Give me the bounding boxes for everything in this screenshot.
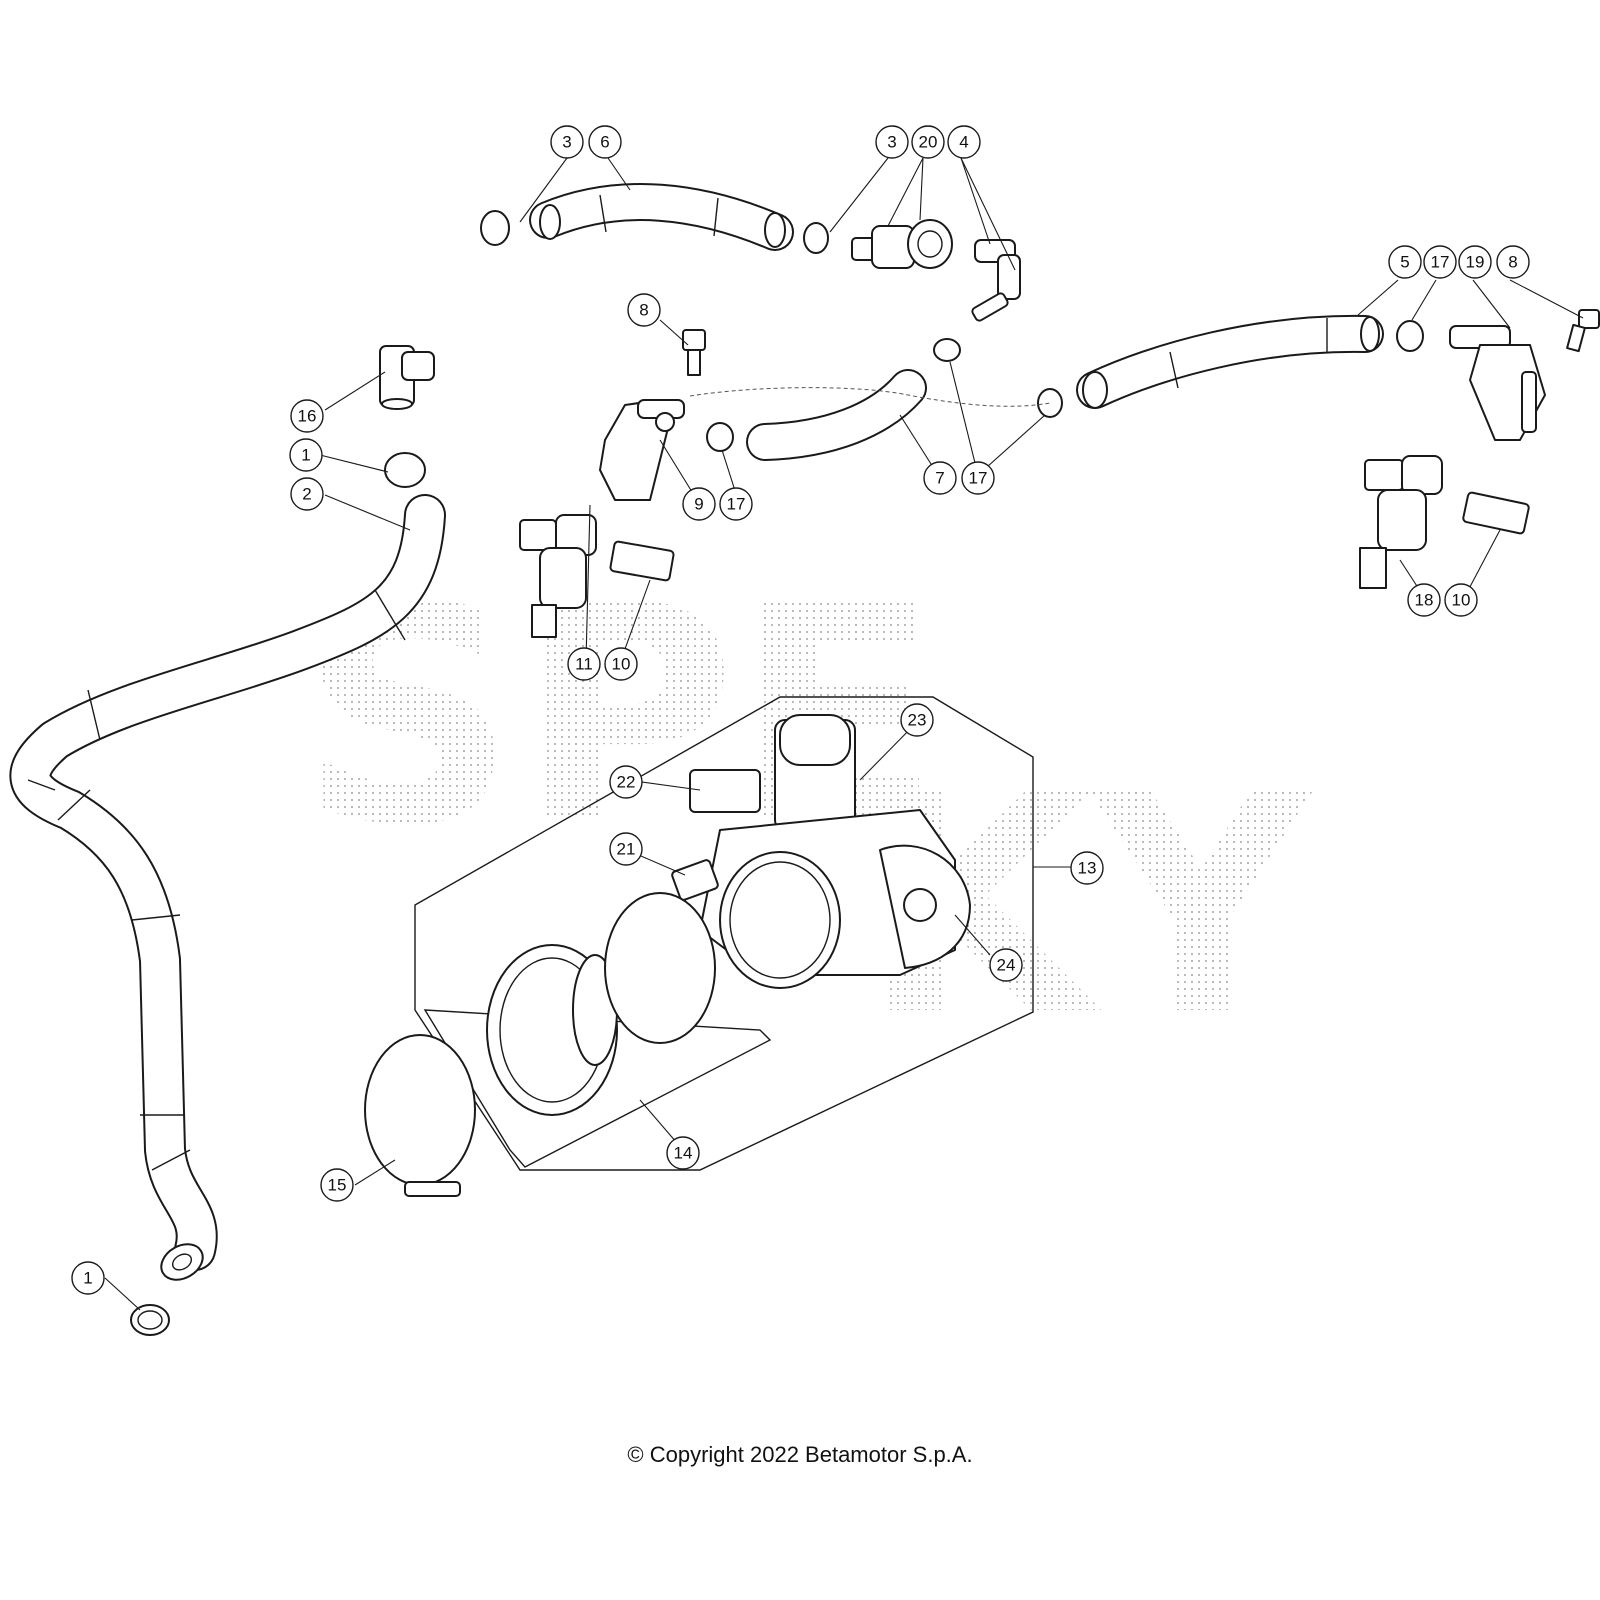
svg-text:7: 7	[935, 469, 944, 488]
callout-13: 13	[1070, 851, 1104, 885]
callout-20: 20	[911, 125, 945, 159]
svg-text:3: 3	[562, 133, 571, 152]
svg-text:18: 18	[1415, 591, 1434, 610]
callout-18: 18	[1407, 583, 1441, 617]
svg-text:11: 11	[575, 655, 593, 674]
hose-clamp-top	[384, 452, 426, 488]
svg-text:23: 23	[908, 711, 927, 730]
injector-holder-left	[599, 399, 685, 501]
clamp-17-right	[1037, 388, 1063, 418]
callout-1-b: 1	[71, 1261, 105, 1295]
injector-right	[1359, 455, 1443, 589]
svg-text:5: 5	[1400, 253, 1409, 272]
bolt-right	[1566, 309, 1600, 353]
svg-text:3: 3	[887, 133, 896, 152]
callout-11: 11	[567, 647, 601, 681]
callout-2: 2	[290, 477, 324, 511]
callout-24: 24	[989, 948, 1023, 982]
svg-text:15: 15	[328, 1176, 347, 1195]
svg-text:6: 6	[600, 133, 609, 152]
svg-text:22: 22	[617, 773, 636, 792]
svg-text:13: 13	[1078, 859, 1097, 878]
callout-1-a: 1	[289, 438, 323, 472]
callout-17-b: 17	[719, 487, 753, 521]
svg-text:1: 1	[301, 446, 310, 465]
callout-9: 9	[682, 487, 716, 521]
callout-8-b: 8	[627, 293, 661, 327]
fuel-hose-7	[746, 369, 927, 461]
svg-text:20: 20	[919, 133, 938, 152]
svg-text:17: 17	[727, 495, 746, 514]
callout-7: 7	[923, 461, 957, 495]
callout-3-b: 3	[875, 125, 909, 159]
callout-4: 4	[947, 125, 981, 159]
svg-text:17: 17	[1431, 253, 1450, 272]
svg-text:17: 17	[969, 469, 988, 488]
svg-text:8: 8	[1508, 253, 1517, 272]
callout-21: 21	[609, 832, 643, 866]
clamp-top-left	[480, 210, 510, 246]
injector-left	[519, 514, 597, 638]
elbow-connector	[971, 239, 1021, 322]
large-clamp	[364, 1034, 476, 1197]
callout-22: 22	[609, 765, 643, 799]
elbow-fitting	[379, 345, 435, 410]
svg-text:10: 10	[1452, 591, 1471, 610]
routing-line	[689, 387, 1051, 407]
intake-boot	[486, 944, 618, 1116]
callout-19: 19	[1458, 245, 1492, 279]
svg-text:2: 2	[302, 485, 311, 504]
hose-clamp-bottom	[130, 1304, 170, 1336]
svg-text:16: 16	[298, 407, 317, 426]
svg-text:14: 14	[674, 1144, 693, 1163]
quick-connector	[851, 219, 953, 269]
callout-23: 23	[900, 703, 934, 737]
callouts: 3 6 3 20 4 5 17 19 8 8 16 1 2 9 17 7 17 …	[71, 125, 1530, 1295]
copyright-notice: © Copyright 2022 Betamotor S.p.A.	[627, 1442, 973, 1467]
seal-left	[609, 540, 675, 582]
svg-text:9: 9	[694, 495, 703, 514]
bolt-left	[682, 329, 706, 376]
fuel-hose-top	[529, 183, 794, 251]
throttle-body	[671, 714, 971, 989]
callout-17-a: 17	[1423, 245, 1457, 279]
callout-10-a: 10	[604, 647, 638, 681]
svg-text:10: 10	[612, 655, 631, 674]
callout-10-b: 10	[1444, 583, 1478, 617]
fuel-hose-right	[1076, 314, 1384, 409]
svg-text:24: 24	[997, 956, 1016, 975]
callout-17-c: 17	[961, 461, 995, 495]
callout-6: 6	[588, 125, 622, 159]
injector-holder-right	[1449, 325, 1546, 441]
clamp-17-mid	[933, 338, 961, 362]
callout-16: 16	[290, 399, 324, 433]
seal-right	[1462, 491, 1530, 535]
clamp-17-left	[706, 422, 734, 452]
callout-5: 5	[1388, 245, 1422, 279]
clamp-top-mid	[803, 222, 829, 254]
vent-hose-long	[9, 494, 446, 1281]
callout-15: 15	[320, 1168, 354, 1202]
boot-clamp	[604, 892, 716, 1044]
intake-kit-outline	[423, 1009, 772, 1168]
svg-text:21: 21	[617, 840, 636, 859]
svg-text:8: 8	[639, 301, 648, 320]
svg-text:1: 1	[83, 1269, 92, 1288]
callout-8-a: 8	[1496, 245, 1530, 279]
svg-text:4: 4	[959, 133, 968, 152]
clamp-17-far-right	[1396, 320, 1424, 352]
svg-text:19: 19	[1466, 253, 1485, 272]
callout-3: 3	[550, 125, 584, 159]
callout-14: 14	[666, 1136, 700, 1170]
